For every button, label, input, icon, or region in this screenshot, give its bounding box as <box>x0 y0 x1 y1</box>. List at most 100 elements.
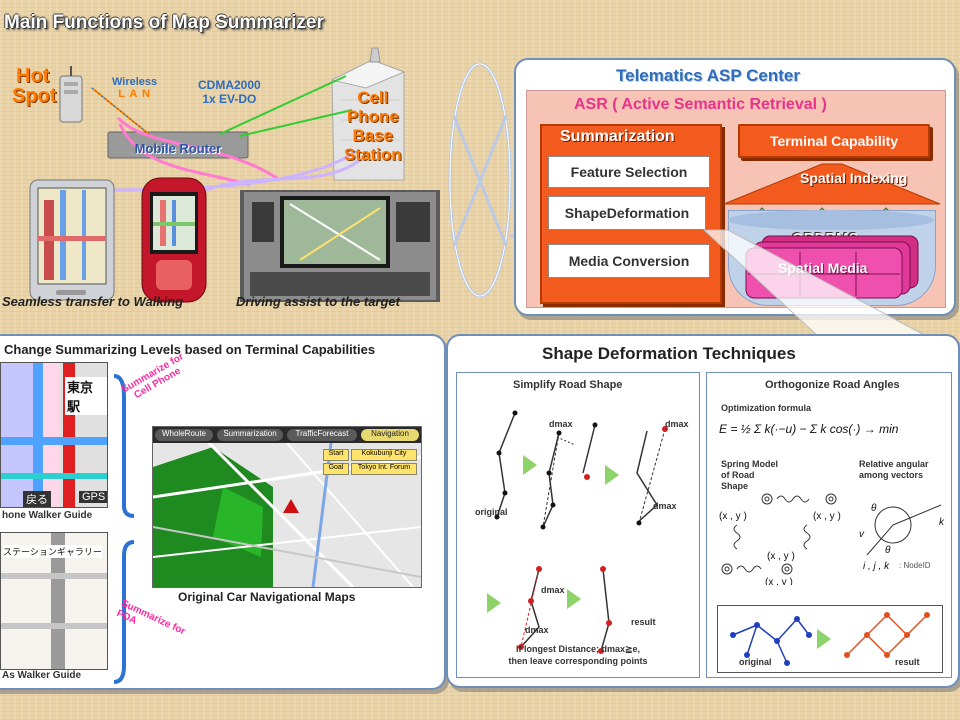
asr-title: ASR ( Active Semantic Retrieval ) <box>574 96 827 113</box>
nav-tab-summarization[interactable]: Summarization <box>217 429 283 441</box>
graph-result-box <box>717 605 943 673</box>
orthogonize-box: Orthogonize Road Angles Optimization for… <box>706 372 952 678</box>
nav-start-value: Kokubunji City <box>351 449 417 461</box>
condition-text: If longest Distance; dmax≧e, then leave … <box>461 643 695 667</box>
nav-tab-trafficforecast[interactable]: TrafficForecast <box>287 429 357 441</box>
station-label-line1: Cell <box>357 88 389 107</box>
phone-kanji-label: 東京駅 <box>65 377 107 415</box>
original-label: original <box>475 507 508 517</box>
pda-map-rail <box>51 533 65 669</box>
wireless-label-line2: L A N <box>118 88 151 100</box>
cell-phone-icon <box>141 177 207 303</box>
feature-selection-box: Feature Selection <box>548 156 710 188</box>
optimization-formula: E = ½ Σ k(·−u) − Σ k cos(·) → min <box>719 422 899 436</box>
simplify-diagram <box>487 410 668 654</box>
svg-text:θ: θ <box>871 503 877 514</box>
nav-tab-navigation[interactable]: Navigation <box>361 429 419 441</box>
nav-start-label: Start <box>323 449 349 461</box>
spring-line2: of Road <box>721 470 755 480</box>
car-navigation-icon <box>240 190 440 302</box>
dmax-label-3: dmax <box>653 501 677 511</box>
mobile-router-label: Mobile Router <box>134 141 222 156</box>
svg-text:(x , y ): (x , y ) <box>719 511 747 522</box>
svg-text:(x , y ): (x , y ) <box>765 577 793 585</box>
station-label: Cell Phone Base Station <box>344 88 402 164</box>
summarization-block: Summarization Feature Selection ShapeDef… <box>540 124 722 304</box>
phone-map-road <box>1 473 107 479</box>
spatial-indexing-label: Spatial Indexing <box>800 170 908 186</box>
dmax-label-2: dmax <box>665 419 689 429</box>
simplify-box: Simplify Road Shape <box>456 372 700 678</box>
phone-gps-label: GPS <box>79 491 107 503</box>
svg-text:E = ½ Σ k(·−u) − Σ k cos(·) →: E = ½ Σ k(·−u) − Σ k cos(·) → min <box>719 422 899 436</box>
station-label-line2: Phone <box>346 107 399 126</box>
media-conversion-box: Media Conversion <box>548 244 710 278</box>
graph-result-label: result <box>895 657 920 667</box>
shape-deformation-panel: Shape Deformation Techniques Simplify Ro… <box>446 334 960 688</box>
asp-center-panel: Telematics ASP Center ASR ( Active Seman… <box>514 58 956 316</box>
station-label-line3: Base <box>352 126 394 145</box>
cell-phone-map: 東京駅 戻る GPS <box>0 362 108 508</box>
hotspot-label-line2: Spot <box>12 85 57 107</box>
nav-goal-label: Goal <box>323 463 349 475</box>
summarization-title: Summarization <box>560 128 675 145</box>
relative-line2: among vectors <box>859 470 924 480</box>
orthogonize-title: Orthogonize Road Angles <box>765 379 900 391</box>
car-nav-map-graphics <box>153 427 421 587</box>
relative-line1: Relative angular <box>859 459 929 469</box>
scene-graphics <box>29 47 440 303</box>
phone-walker-caption: hone Walker Guide <box>2 510 93 521</box>
terminal-capability-box: Terminal Capability <box>738 124 930 158</box>
cdma-label: CDMA2000 1x EV-DO <box>198 78 261 106</box>
svg-text:(x , y ): (x , y ) <box>767 551 795 562</box>
dmax-label-4: dmax <box>541 585 565 595</box>
svg-text:θ: θ <box>885 545 891 556</box>
node-id-label: : NodeID <box>899 561 931 570</box>
dmax-label-1: dmax <box>549 419 573 429</box>
hotspot-label: Hot Spot <box>12 66 56 106</box>
summarizing-levels-title: Change Summarizing Levels based on Termi… <box>4 342 376 357</box>
wireless-lan-label: Wireless L A N <box>112 76 157 100</box>
brace-icons <box>113 374 135 684</box>
simplify-title: Simplify Road Shape <box>513 379 623 391</box>
condition-line1: If longest Distance; dmax≧e, <box>515 644 641 654</box>
access-point-icon <box>59 66 83 123</box>
car-position-icon <box>283 499 299 513</box>
nav-tab-wholeroute[interactable]: WholeRoute <box>155 429 213 441</box>
ordbms-top <box>728 210 934 230</box>
pda-map: ステーションギャラリー <box>0 532 108 670</box>
shape-deformation-box: ShapeDeformation <box>548 196 706 230</box>
caption-walking: Seamless transfer to Walking <box>2 294 184 309</box>
base-station-icon <box>330 47 406 181</box>
car-nav-map: WholeRoute Summarization TrafficForecast… <box>152 426 422 588</box>
car-nav-caption: Original Car Navigational Maps <box>178 590 356 604</box>
graph-result-diagram <box>730 612 930 666</box>
dmax-label-5: dmax <box>525 625 549 635</box>
hotspot-label-line1: Hot <box>16 65 50 87</box>
spring-line3: Shape <box>721 481 749 491</box>
pda-station-label: ステーションギャラリー <box>3 545 102 558</box>
cdma-label-line2: 1x EV-DO <box>202 92 257 106</box>
spring-model-diagram: (x , y ) (x , y ) (x , y ) (x , y ) θ θ … <box>719 493 945 585</box>
nav-goal-value: Tokyo Int. Forum <box>351 463 417 475</box>
telematics-scene: Hot Spot Wireless L A N CDMA2000 1x EV-D… <box>0 40 520 320</box>
zoom-wedge <box>702 229 931 339</box>
slide-title: Main Functions of Map Summarizer <box>4 12 324 33</box>
caption-driving: Driving assist to the target <box>236 294 400 309</box>
phone-map-road <box>1 437 107 445</box>
phone-map-road <box>33 363 43 507</box>
svg-text:i , j , k: i , j , k <box>863 561 890 572</box>
optimization-label: Optimization formula <box>721 403 811 413</box>
result-label: result <box>631 617 656 627</box>
spatial-indexing-shape <box>723 163 941 205</box>
cdma-label-line1: CDMA2000 <box>198 78 261 92</box>
pda-walker-caption: As Walker Guide <box>2 670 82 681</box>
condition-line2: then leave corresponding points <box>508 656 648 666</box>
relative-angular-label: Relative angular among vectors <box>859 459 929 481</box>
graph-original-label: original <box>739 657 772 667</box>
spring-model-label: Spring Model of Road Shape <box>721 459 778 492</box>
wireless-label-line1: Wireless <box>112 76 158 88</box>
shape-deformation-title: Shape Deformation Techniques <box>542 344 796 363</box>
pda-map-road <box>1 573 107 579</box>
summarizing-levels-panel: Change Summarizing Levels based on Termi… <box>0 334 446 690</box>
